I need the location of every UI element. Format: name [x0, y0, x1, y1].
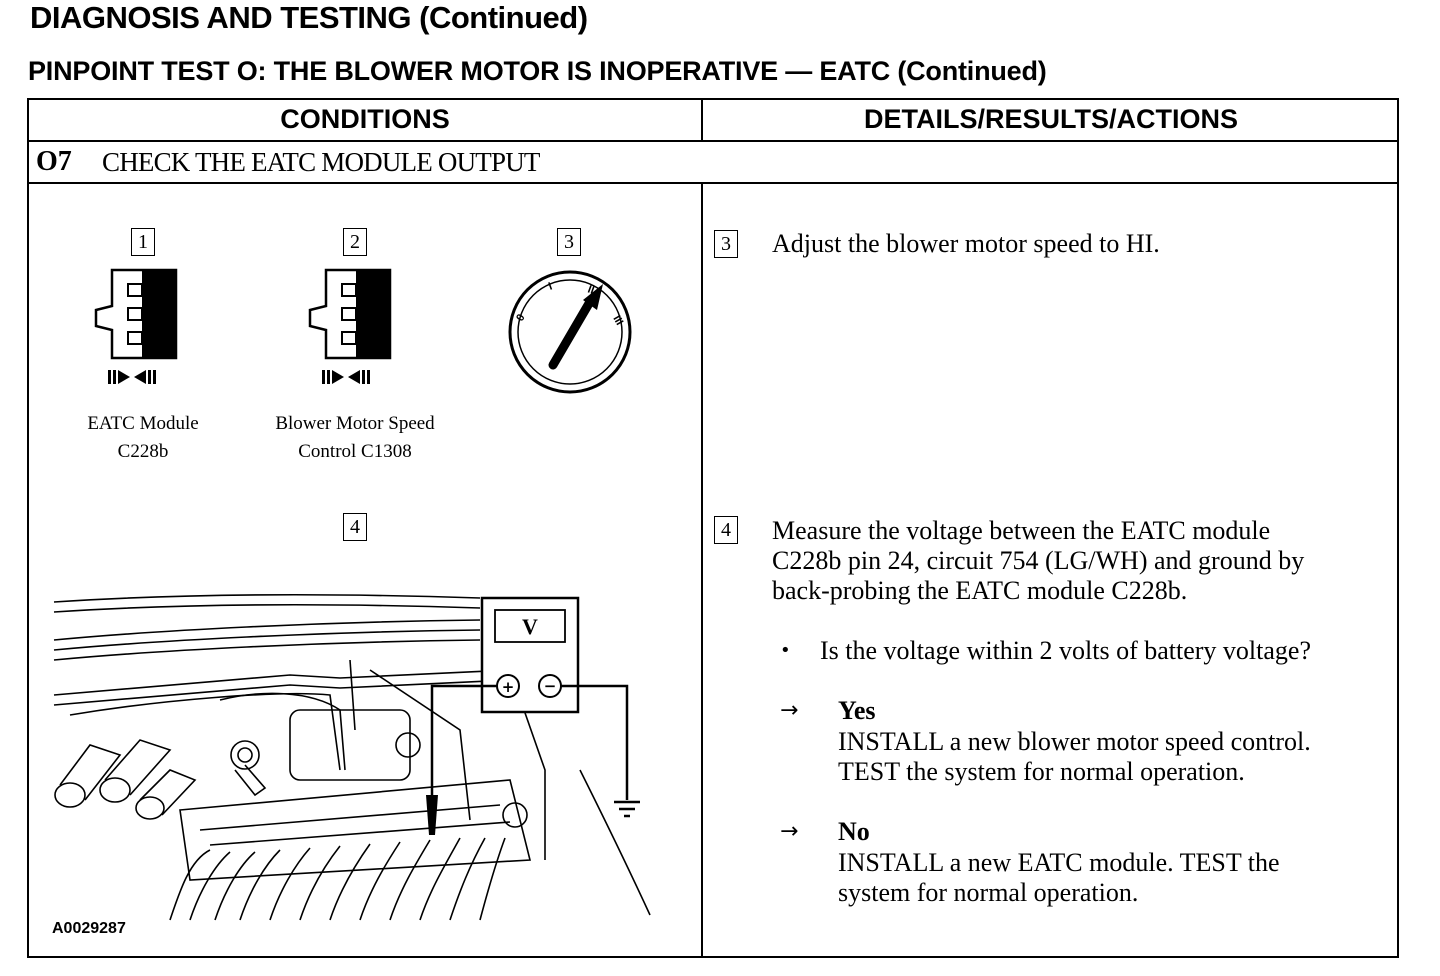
action-callout-4: 4: [714, 516, 738, 544]
step4-line1: Measure the voltage between the EATC mod…: [772, 516, 1271, 545]
step4-line3: back-probing the EATC module C228b.: [772, 576, 1188, 605]
bullet-icon: •: [780, 640, 791, 661]
arrow-right-icon: →: [780, 698, 799, 723]
test-title: PINPOINT TEST O: THE BLOWER MOTOR IS INO…: [28, 56, 1047, 86]
no-line2: system for normal operation.: [838, 878, 1139, 907]
test-table: [27, 98, 1399, 958]
switch-label-0: 0: [514, 312, 527, 323]
table-rule: [27, 182, 1399, 184]
callout-4: 4: [343, 513, 367, 541]
step3-text: Adjust the blower motor speed to HI.: [772, 229, 1160, 258]
meter-minus-terminal: −: [544, 677, 557, 695]
callout-1: 1: [131, 228, 155, 256]
meter-display: V: [522, 614, 538, 639]
step-number: O7: [36, 146, 72, 177]
no-line1: INSTALL a new EATC module. TEST the: [838, 848, 1280, 877]
connector2-caption-line1: Blower Motor Speed: [275, 413, 435, 434]
switch-label-2: II: [586, 284, 596, 297]
no-label: No: [838, 817, 870, 846]
arrow-right-icon: →: [780, 819, 799, 844]
figure-code: A0029287: [52, 920, 126, 937]
column-header-details: DETAILS/RESULTS/ACTIONS: [863, 104, 1238, 134]
section-title: DIAGNOSIS AND TESTING (Continued): [30, 0, 588, 35]
connector-icon: [94, 268, 178, 384]
voltmeter-icon: V + −: [480, 596, 580, 714]
step4-line2: C228b pin 24, circuit 754 (LG/WH) and gr…: [772, 546, 1305, 575]
table-rule: [27, 140, 1399, 142]
yes-label: Yes: [838, 696, 876, 725]
connector2-caption-line2: Control C1308: [298, 441, 412, 462]
table-divider: [701, 184, 703, 958]
ground-symbol-icon: [614, 800, 640, 818]
action-callout-3: 3: [714, 230, 738, 258]
question-text: Is the voltage within 2 volts of battery…: [820, 636, 1311, 665]
table-divider: [701, 98, 703, 142]
yes-line2: TEST the system for normal operation.: [838, 757, 1245, 786]
yes-line1: INSTALL a new blower motor speed control…: [838, 727, 1311, 756]
connector-icon: [308, 268, 392, 384]
connector1-caption-line1: EATC Module: [87, 413, 199, 434]
connector-probe-illustration: V + −: [53, 593, 651, 921]
column-header-conditions: CONDITIONS: [280, 104, 450, 134]
meter-plus-terminal: +: [502, 678, 515, 696]
switch-label-1: I: [547, 280, 554, 292]
connector1-caption-line2: C228b: [117, 441, 169, 462]
callout-2: 2: [343, 228, 367, 256]
step-title: CHECK THE EATC MODULE OUTPUT: [102, 147, 540, 177]
callout-3: 3: [557, 228, 581, 256]
ignition-switch-icon: 0 I II III: [508, 270, 632, 394]
